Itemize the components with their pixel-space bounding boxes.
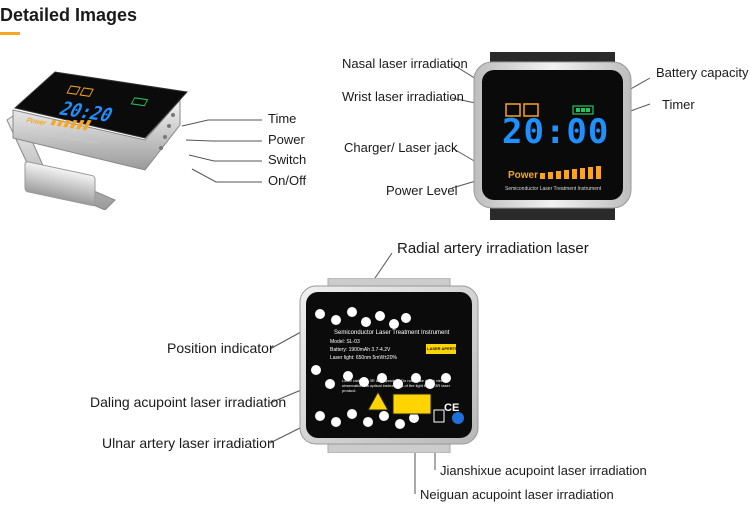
panel-model: Model: SL-03 (330, 339, 360, 345)
device-2-brand: Semiconductor Laser Treatment Instrument (505, 186, 602, 192)
device-2-time: 20:00 (502, 112, 610, 152)
label-daling: Daling acupoint laser irradiation (90, 394, 287, 410)
ce-mark: CE (444, 402, 460, 414)
label-neiguan: Neiguan acupoint laser irradiation (420, 487, 614, 502)
label-jianshixue: Jianshixue acupoint laser irradiation (440, 463, 647, 478)
label-on-off: On/Off (268, 173, 307, 188)
device-2-power-bars (540, 166, 601, 179)
label-power: Power (268, 132, 305, 147)
label-nasal: Nasal laser irradiation (342, 56, 468, 71)
panel-battery: Battery: 1900mAh 3.7-4.2V (330, 347, 391, 353)
device-2-power-text: Power (508, 170, 539, 181)
label-wrist: Wrist laser irradiation (342, 89, 464, 104)
device-1-image: 20:20 Power Semiconductor Laser Treatmen… (6, 71, 189, 210)
label-timer: Timer (662, 97, 695, 112)
label-battery: Battery capacity (656, 65, 749, 80)
panel-laser-light: Laser light: 650nm 5mW±20% (330, 355, 397, 361)
device-3-image (299, 278, 479, 453)
svg-text:Power: Power (25, 116, 49, 128)
panel-title: Semiconductor Laser Treatment Instrument (334, 330, 450, 336)
label-charger: Charger/ Laser jack (344, 140, 458, 155)
label-ulnar: Ulnar artery laser irradiation (102, 435, 275, 451)
label-time: Time (268, 111, 297, 126)
label-switch: Switch (268, 152, 307, 167)
page-title: Detailed Images (0, 5, 138, 25)
title-underline (0, 32, 20, 35)
panel-sticker: LASER APERTURE (427, 346, 464, 351)
label-power-level: Power Level (386, 183, 458, 198)
panel-warning: Laser radiation 3R laser product. Do not… (342, 378, 451, 393)
label-position: Position indicator (167, 340, 274, 356)
label-radial: Radial artery irradiation laser (397, 240, 589, 257)
